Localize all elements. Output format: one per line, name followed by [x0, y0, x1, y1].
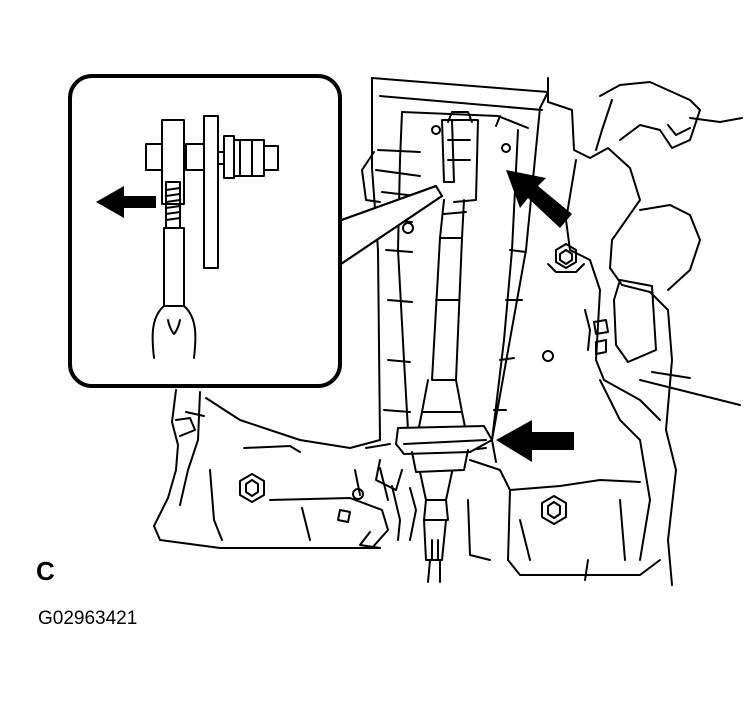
shift-linkage — [391, 111, 479, 583]
lower-panel-outline — [467, 459, 661, 581]
arrow-left-icon — [96, 186, 156, 218]
bolt-icon — [547, 243, 585, 273]
small-fittings — [337, 125, 554, 523]
figure-id: G02963421 — [38, 608, 138, 629]
view-label: C — [36, 556, 55, 586]
cable-bracket — [395, 425, 493, 473]
right-body-outline — [547, 77, 743, 586]
detail-inset — [68, 74, 443, 388]
arrow-diagonal-icon — [506, 170, 572, 228]
bolt-icon — [541, 495, 567, 525]
bolt-icon — [239, 473, 265, 503]
arrow-left-icon — [496, 420, 574, 462]
left-body-outline — [153, 389, 389, 549]
